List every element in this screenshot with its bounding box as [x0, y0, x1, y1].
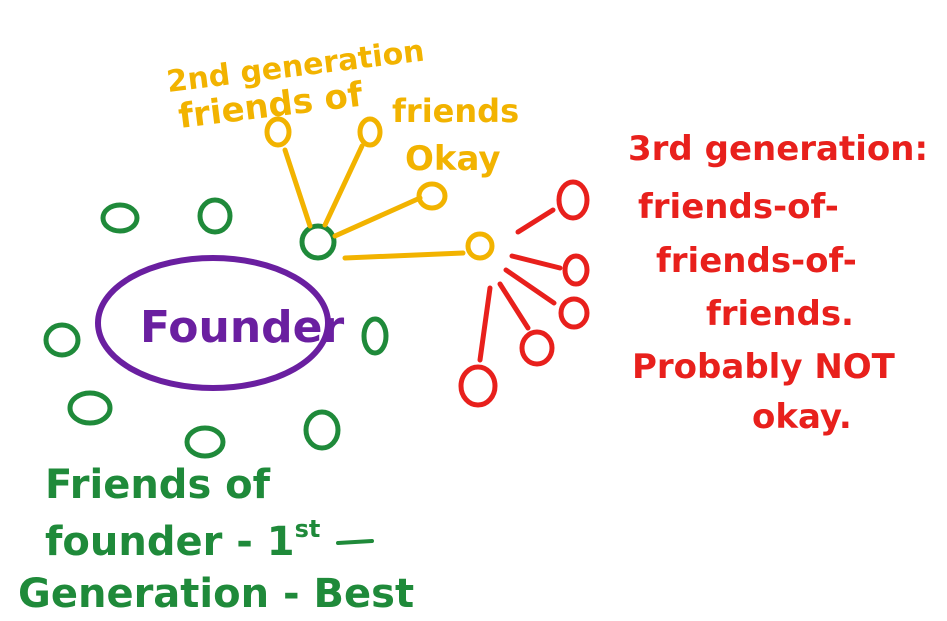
third-generation-links [477, 207, 563, 363]
third-gen-link [503, 267, 557, 306]
first-gen-caption-line2-main: founder - 1 [45, 519, 295, 565]
second-gen-link [282, 147, 313, 229]
second-gen-caption-line3: friends [392, 92, 519, 130]
third-gen-friend-node [556, 179, 590, 221]
third-gen-caption-line4: friends. [706, 294, 854, 334]
second-gen-friend-node [357, 116, 383, 148]
first-generation-caption: Friends of founder - 1st Generation - Be… [18, 462, 414, 617]
founder-label: Founder [140, 302, 344, 353]
second-gen-friend-node [264, 116, 292, 148]
second-gen-link [332, 195, 423, 239]
first-gen-sup-underline [336, 539, 374, 545]
first-gen-friend-node [197, 197, 233, 235]
third-gen-caption-line3: friends-of- [656, 241, 857, 281]
founder-group: Founder [95, 255, 344, 391]
third-gen-link [497, 281, 531, 331]
first-gen-connector-node [299, 223, 337, 261]
second-generation-caption: 2nd generation friends of friends Okay [165, 34, 519, 179]
third-gen-link [515, 207, 556, 235]
second-generation-links [282, 143, 466, 261]
third-gen-link [509, 253, 563, 271]
first-gen-friend-node [100, 202, 140, 234]
third-gen-friend-node [458, 364, 498, 408]
first-generation-friends [43, 197, 389, 459]
third-generation-caption: 3rd generation: friends-of- friends-of- … [628, 129, 928, 437]
first-gen-friend-node [43, 322, 81, 358]
first-gen-friend-node [67, 390, 113, 426]
third-gen-link [477, 285, 493, 363]
second-gen-caption-line4: Okay [405, 139, 501, 179]
third-generation-friends [458, 179, 590, 408]
third-gen-caption-line1: 3rd generation: [628, 129, 928, 169]
first-gen-caption-line1: Friends of [45, 462, 271, 508]
founder-ellipse [95, 255, 331, 391]
first-gen-friend-node [303, 409, 341, 451]
third-gen-friend-node [519, 329, 555, 367]
first-gen-friend-node [361, 316, 389, 356]
third-gen-caption-line6: okay. [752, 397, 852, 437]
third-gen-caption-line2: friends-of- [638, 187, 839, 227]
first-gen-caption-line2-sup: st [295, 515, 321, 543]
second-gen-link [342, 250, 466, 261]
second-gen-link [322, 143, 365, 228]
second-generation-friends [264, 116, 495, 261]
third-gen-caption-line5: Probably NOT [632, 347, 896, 387]
first-gen-caption-line3: Generation - Best [18, 571, 414, 617]
first-gen-friend-node [184, 425, 226, 459]
second-gen-friend-node [416, 181, 448, 211]
second-gen-connector-node [465, 231, 495, 261]
third-gen-friend-node [562, 253, 590, 287]
first-gen-caption-line2: founder - 1st [45, 515, 320, 565]
third-gen-friend-node [558, 296, 590, 330]
